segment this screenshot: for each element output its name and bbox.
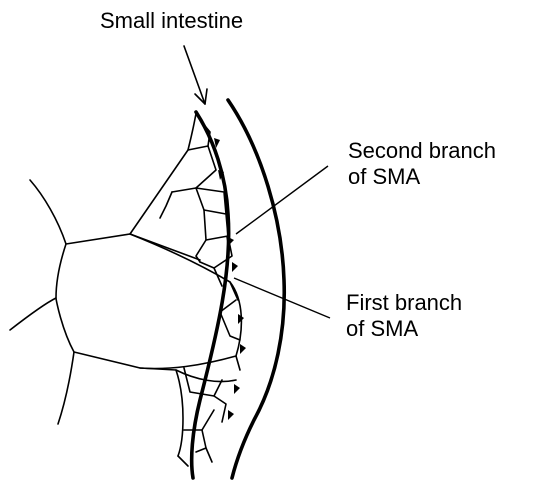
- vasa-cell: [196, 188, 204, 210]
- first-branch-label-line1: First branch: [346, 290, 462, 316]
- small-intestine-label: Small intestine: [100, 8, 243, 34]
- first-branch-label-line2: of SMA: [346, 316, 462, 342]
- first-branch-label: First branch of SMA: [346, 290, 462, 342]
- vasa-cell: [202, 410, 214, 430]
- vasa-cell: [172, 146, 216, 192]
- upper-arcade: [130, 114, 196, 234]
- vasa-cell: [236, 356, 240, 370]
- second-branch-label-line1: Second branch: [348, 138, 496, 164]
- intestine-inner-wall: [192, 112, 229, 478]
- vasa-cell: [178, 456, 188, 466]
- intestine-arrow-shaft: [184, 46, 205, 104]
- second-branch-label: Second branch of SMA: [348, 138, 496, 190]
- mesentery-outer-bottom-left: [10, 298, 56, 330]
- vasa-cell: [206, 448, 212, 462]
- upper-inner-arcade: [130, 234, 200, 260]
- lower-arcade: [140, 368, 183, 456]
- branch-marker: [228, 410, 234, 420]
- vasa-cell: [160, 192, 172, 218]
- second-branch-label-line2: of SMA: [348, 164, 496, 190]
- vasa-cell: [196, 240, 206, 262]
- mesentery-outer-left: [30, 180, 66, 244]
- vasa-cell: [204, 210, 228, 240]
- branch-marker: [234, 384, 240, 394]
- intestine-outer-wall: [228, 100, 284, 478]
- second-branch-leader: [236, 166, 328, 234]
- branch-marker: [240, 344, 246, 354]
- vasa-cell: [230, 282, 238, 300]
- vasa-cell: [214, 396, 226, 422]
- branch-marker: [232, 262, 238, 272]
- mesentery-lower-tail: [58, 352, 74, 424]
